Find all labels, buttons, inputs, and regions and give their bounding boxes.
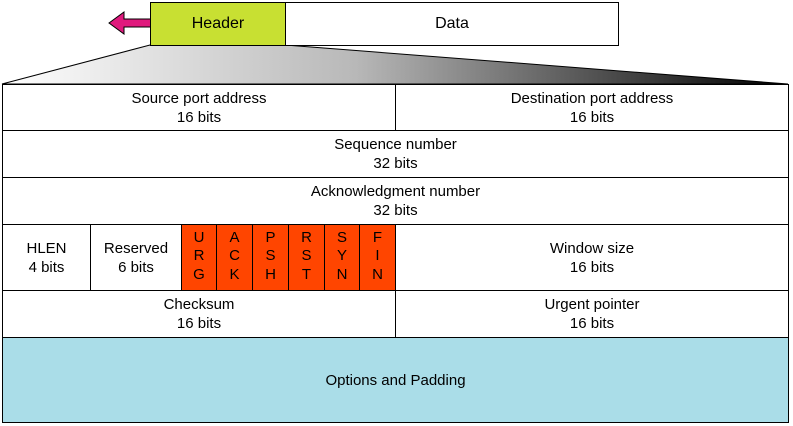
window-size-size: 16 bits (569, 258, 615, 276)
checksum-size: 16 bits (176, 315, 222, 332)
data-label: Data (435, 15, 469, 32)
destination-port-size: 16 bits (569, 108, 615, 126)
window-size-field: Window size 16 bits (395, 224, 789, 291)
flag-psh: P S H (252, 224, 289, 291)
flag-letter: S (301, 247, 312, 265)
flag-letter: U (193, 229, 205, 247)
destination-port-field: Destination port address 16 bits (395, 84, 789, 131)
flag-letter: F (372, 229, 383, 247)
checksum-name: Checksum (163, 296, 235, 313)
flag-letter: H (265, 265, 276, 283)
hlen-field: HLEN 4 bits (2, 224, 91, 291)
flag-letter: N (372, 265, 383, 283)
urgent-pointer-size: 16 bits (569, 315, 615, 332)
flag-letter: Y (336, 247, 347, 265)
window-size-name: Window size (549, 239, 635, 257)
flag-ack: A C K (216, 224, 253, 291)
flag-letter: T (301, 265, 312, 283)
flag-letter: S (265, 247, 276, 265)
flag-letter: R (301, 229, 312, 247)
flag-letter: A (229, 229, 240, 247)
flag-rst: R S T (288, 224, 325, 291)
sequence-number-name: Sequence number (334, 136, 457, 153)
hlen-size: 4 bits (28, 258, 65, 276)
destination-port-name: Destination port address (510, 89, 674, 107)
flag-letter: N (336, 265, 348, 283)
options-padding-name: Options and Padding (325, 371, 466, 389)
data-segment: Data (285, 2, 619, 46)
reserved-field: Reserved 6 bits (90, 224, 182, 291)
flag-syn: S Y N (324, 224, 360, 291)
reserved-name: Reserved (103, 239, 169, 257)
hlen-name: HLEN (26, 239, 67, 257)
source-port-name: Source port address (131, 89, 267, 107)
acknowledgment-number-name: Acknowledgment number (310, 183, 481, 200)
sequence-number-size: 32 bits (373, 155, 418, 172)
flag-letter: R (193, 247, 205, 265)
options-padding-field: Options and Padding (2, 337, 789, 423)
acknowledgment-number-size: 32 bits (373, 202, 418, 219)
source-port-field: Source port address 16 bits (2, 84, 396, 131)
flag-letter: I (375, 247, 380, 265)
flag-letter: S (336, 229, 347, 247)
urgent-pointer-name: Urgent pointer (544, 296, 640, 313)
reserved-size: 6 bits (118, 258, 154, 276)
flag-fin: F I N (359, 224, 396, 291)
arrow-left-icon (108, 11, 152, 35)
sequence-number-field: Sequence number 32 bits (2, 130, 789, 178)
checksum-field: Checksum 16 bits (2, 290, 396, 338)
flag-letter: C (229, 247, 240, 265)
header-label: Header (191, 15, 245, 32)
source-port-size: 16 bits (176, 108, 222, 126)
acknowledgment-number-field: Acknowledgment number 32 bits (2, 177, 789, 225)
urgent-pointer-field: Urgent pointer 16 bits (395, 290, 789, 338)
flag-urg: U R G (181, 224, 217, 291)
header-segment: Header (150, 2, 286, 46)
flag-letter: P (265, 229, 276, 247)
flag-letter: G (193, 265, 205, 283)
flag-letter: K (229, 265, 240, 283)
